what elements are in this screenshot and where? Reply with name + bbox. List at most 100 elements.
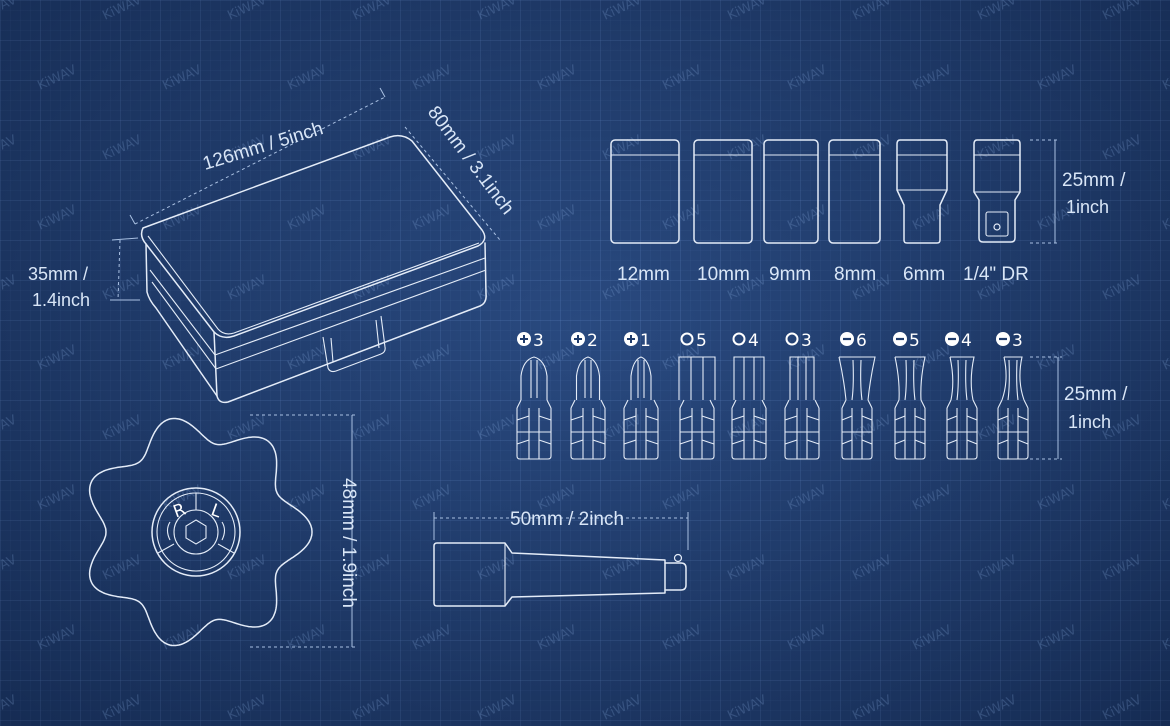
brand-watermark: KiWAV	[1035, 483, 1079, 514]
brand-watermark: KiWAV	[350, 0, 394, 24]
brand-watermark: KiWAV	[160, 63, 204, 94]
brand-watermark: KiWAV	[850, 133, 894, 164]
hex-icon	[680, 332, 694, 346]
brand-watermark: KiWAV	[910, 203, 954, 234]
extension-length-label: 50mm / 2inch	[510, 509, 624, 530]
bit-size-label: 4	[961, 331, 972, 351]
brand-watermark: KiWAV	[1160, 63, 1170, 94]
brand-watermark: KiWAV	[600, 693, 644, 724]
brand-watermark: KiWAV	[35, 203, 79, 234]
brand-watermark: KiWAV	[285, 343, 329, 374]
brand-watermark: KiWAV	[0, 133, 19, 164]
bit-slotted-6: 6	[838, 331, 876, 460]
slotted-icon	[840, 332, 854, 346]
brand-watermark: KiWAV	[350, 693, 394, 724]
brand-watermark: KiWAV	[285, 623, 329, 654]
brand-watermark: KiWAV	[850, 553, 894, 584]
phillips-icon	[517, 332, 531, 346]
brand-watermark: KiWAV	[1160, 343, 1170, 374]
bit-hex-3: 3	[784, 331, 820, 460]
case-height-label-2: 1.4inch	[32, 290, 90, 310]
socket-size-label: 12mm	[617, 264, 670, 285]
brand-watermark: KiWAV	[910, 483, 954, 514]
brand-watermark: KiWAV	[910, 63, 954, 94]
socket-6mm	[896, 139, 948, 244]
brand-watermark: KiWAV	[975, 0, 1019, 24]
ratchet-diameter-label: 48mm / 1.9inch	[338, 478, 359, 608]
brand-watermark: KiWAV	[410, 63, 454, 94]
brand-watermark: KiWAV	[660, 63, 704, 94]
socket-size-label: 9mm	[769, 264, 811, 285]
brand-watermark: KiWAV	[410, 203, 454, 234]
brand-watermark: KiWAV	[475, 413, 519, 444]
brand-watermark: KiWAV	[1035, 63, 1079, 94]
bit-hex-4: 4	[731, 331, 767, 460]
hex-icon	[785, 332, 799, 346]
socket-drive-adapter	[973, 139, 1021, 243]
brand-watermark: KiWAV	[1160, 203, 1170, 234]
socket-height-label-2: 1inch	[1066, 197, 1109, 217]
brand-watermark: KiWAV	[225, 273, 269, 304]
socket-size-label: 8mm	[834, 264, 876, 285]
brand-watermark: KiWAV	[410, 343, 454, 374]
bits-height-label-2: 1inch	[1068, 412, 1111, 432]
brand-watermark: KiWAV	[100, 553, 144, 584]
brand-watermark: KiWAV	[0, 0, 19, 24]
bit-size-label: 5	[909, 331, 920, 351]
brand-watermark: KiWAV	[975, 553, 1019, 584]
bit-size-label: 3	[801, 331, 812, 351]
brand-watermark: KiWAV	[35, 483, 79, 514]
socket-12mm	[610, 139, 680, 244]
phillips-icon	[571, 332, 585, 346]
brand-watermark: KiWAV	[725, 553, 769, 584]
hex-icon	[732, 332, 746, 346]
brand-watermark: KiWAV	[475, 553, 519, 584]
bit-size-label: 5	[696, 331, 707, 351]
socket-8mm	[828, 139, 881, 244]
case-width-label: 80mm / 3.1inch	[423, 102, 518, 218]
brand-watermark: KiWAV	[1035, 343, 1079, 374]
case-height-label-1: 35mm /	[28, 264, 88, 284]
brand-watermark: KiWAV	[475, 693, 519, 724]
brand-watermark: KiWAV	[785, 483, 829, 514]
brand-watermark: KiWAV	[350, 413, 394, 444]
phillips-icon	[624, 332, 638, 346]
bit-size-label: 3	[1012, 331, 1023, 351]
brand-watermark: KiWAV	[35, 343, 79, 374]
hex-socket-icon	[185, 519, 207, 545]
brand-watermark: KiWAV	[660, 623, 704, 654]
brand-watermark: KiWAV	[160, 623, 204, 654]
socket-size-label: 6mm	[903, 264, 945, 285]
brand-watermark: KiWAV	[100, 273, 144, 304]
bit-phillips-3: 3	[516, 331, 552, 460]
brand-watermark: KiWAV	[660, 203, 704, 234]
bit-slotted-4: 4	[945, 331, 978, 460]
brand-watermark: KiWAV	[600, 413, 644, 444]
brand-watermark: KiWAV	[1100, 0, 1144, 24]
socket-size-label: 10mm	[697, 264, 750, 285]
brand-watermark: KiWAV	[1035, 623, 1079, 654]
brand-watermark: KiWAV	[1100, 133, 1144, 164]
socket-9mm	[763, 139, 819, 244]
brand-watermark: KiWAV	[1100, 273, 1144, 304]
bit-size-label: 3	[533, 331, 544, 351]
brand-watermark: KiWAV	[100, 0, 144, 24]
brand-watermark: KiWAV	[475, 0, 519, 24]
bit-size-label: 1	[640, 331, 651, 351]
brand-watermark: KiWAV	[0, 553, 19, 584]
brand-watermark: KiWAV	[850, 0, 894, 24]
brand-watermark: KiWAV	[0, 693, 19, 724]
brand-watermark: KiWAV	[285, 63, 329, 94]
brand-watermark: KiWAV	[975, 413, 1019, 444]
extension-drawing: 50mm / 2inch	[433, 509, 689, 607]
brand-watermark: KiWAV	[410, 623, 454, 654]
brand-watermark: KiWAV	[975, 693, 1019, 724]
brand-watermark: KiWAV	[785, 203, 829, 234]
brand-watermark: KiWAV	[285, 483, 329, 514]
brand-watermark: KiWAV	[975, 133, 1019, 164]
socket-10mm	[693, 139, 753, 244]
bit-slotted-3: 3	[996, 331, 1029, 460]
